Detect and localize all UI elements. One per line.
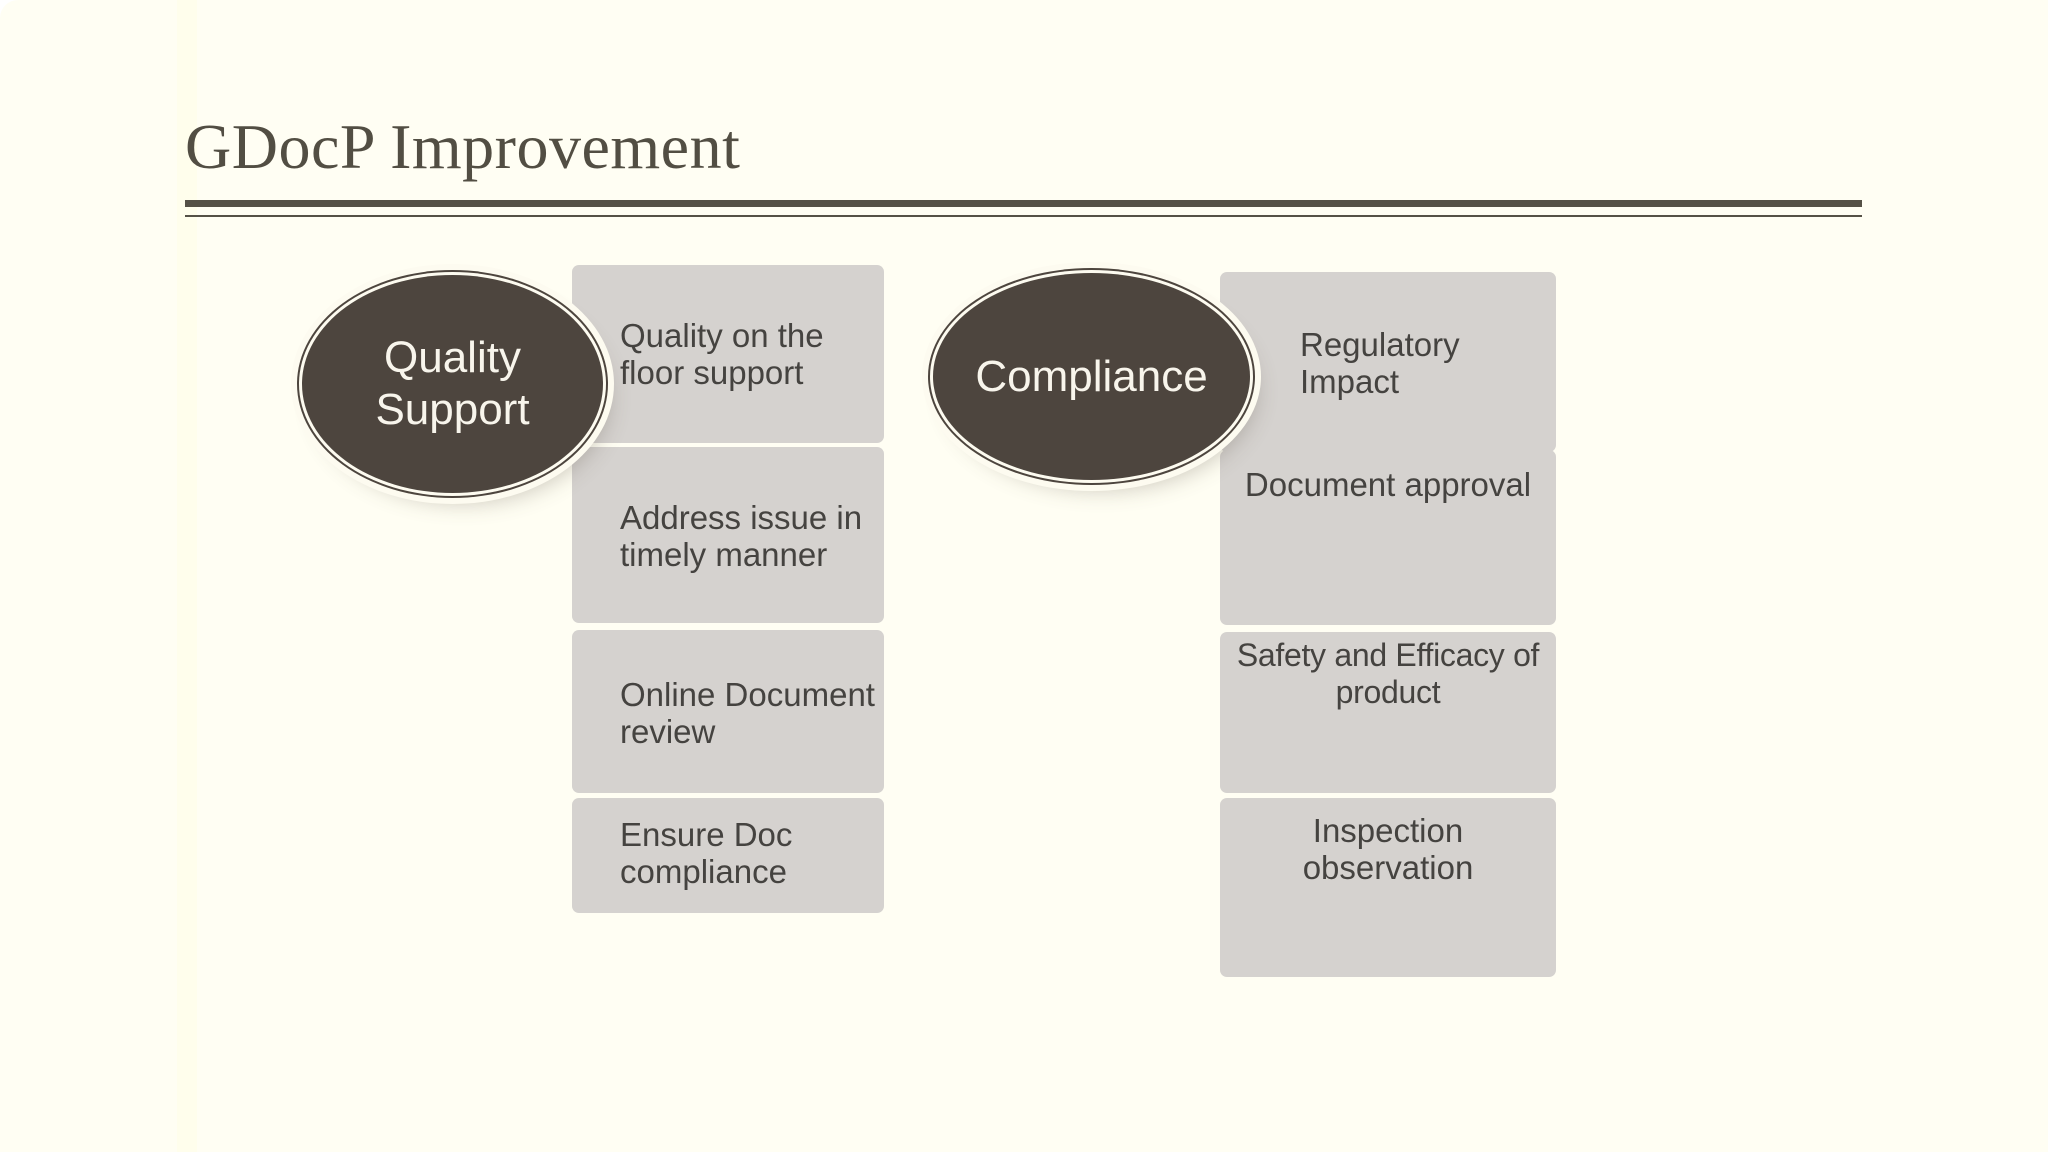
background-accent-band bbox=[177, 0, 197, 1152]
quality-support-ellipse-label: Quality Support bbox=[375, 333, 530, 434]
list-item-ensure-doc-compliance: Ensure Doc compliance bbox=[572, 798, 884, 913]
title-rule-thick bbox=[185, 200, 1862, 207]
title-rule-thin bbox=[185, 215, 1862, 217]
list-item-address-issue: Address issue in timely manner bbox=[572, 447, 884, 623]
list-item-regulatory-impact: Regulatory Impact bbox=[1220, 272, 1556, 452]
quality-support-ellipse: Quality Support bbox=[302, 275, 603, 493]
list-item-online-document-review: Online Document review bbox=[572, 630, 884, 793]
list-item-safety-efficacy: Safety and Efficacy of product bbox=[1220, 632, 1556, 793]
list-item-inspection-observation: Inspection observation bbox=[1220, 798, 1556, 977]
page-title: GDocP Improvement bbox=[185, 111, 741, 182]
list-item-document-approval: Document approval bbox=[1220, 450, 1556, 625]
compliance-ellipse-label: Compliance bbox=[975, 351, 1208, 401]
list-item-quality-floor-support: Quality on the floor support bbox=[572, 265, 884, 443]
compliance-ellipse: Compliance bbox=[933, 273, 1250, 480]
